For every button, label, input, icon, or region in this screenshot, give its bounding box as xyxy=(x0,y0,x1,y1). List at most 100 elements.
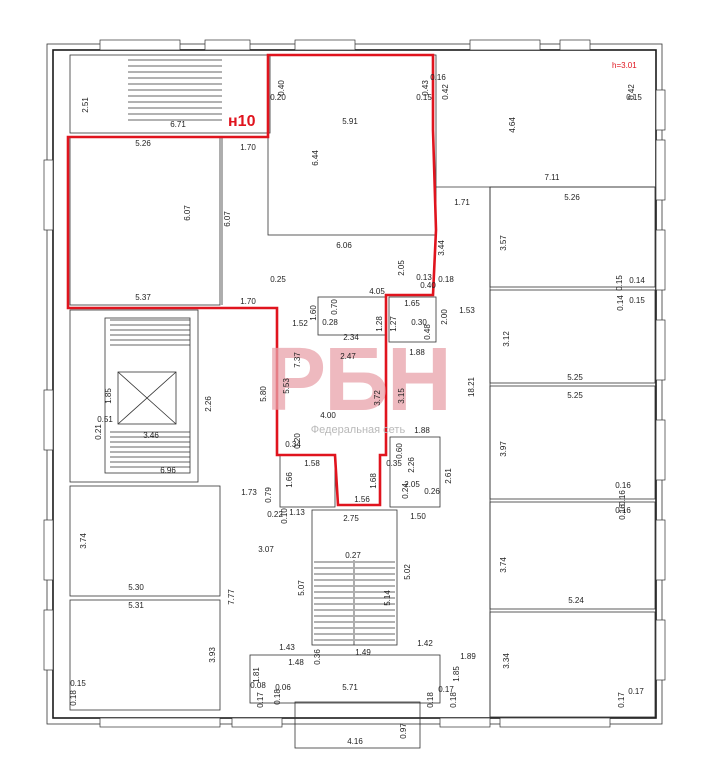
dimension-label: 0.40 xyxy=(420,281,436,290)
dimension-label: 0.43 xyxy=(421,80,430,96)
dimension-label: 0.17 xyxy=(256,692,265,708)
dimension-label: 1.85 xyxy=(452,666,461,682)
dimension-label: 1.88 xyxy=(409,348,425,357)
dimension-label: 1.66 xyxy=(285,472,294,488)
dimension-label: 5.25 xyxy=(567,391,583,400)
dimension-label: 5.26 xyxy=(135,139,151,148)
dimension-label: 0.30 xyxy=(411,318,427,327)
dimension-label: 2.34 xyxy=(343,333,359,342)
dimension-label: 0.18 xyxy=(273,689,282,705)
top-windows xyxy=(99,39,591,51)
dimension-label: 4.16 xyxy=(347,737,363,746)
dimension-label: 1.50 xyxy=(410,512,426,521)
dimension-label: 7.77 xyxy=(227,589,236,605)
dimension-label: 2.26 xyxy=(407,457,416,473)
dimension-label: 5.26 xyxy=(564,193,580,202)
dimension-label: 0.36 xyxy=(313,649,322,665)
dimension-label: 0.27 xyxy=(345,551,361,560)
dimension-label: 0.20 xyxy=(270,93,286,102)
dimension-label: 1.60 xyxy=(309,305,318,321)
interior-walls xyxy=(69,54,656,718)
dimension-label: 0.26 xyxy=(424,487,440,496)
dimension-label: 2.75 xyxy=(343,514,359,523)
dimension-label: 1.27 xyxy=(389,316,398,332)
dimension-label: 0.42 xyxy=(627,84,636,100)
dimension-label: 1.89 xyxy=(460,652,476,661)
dimension-label: 6.96 xyxy=(160,466,176,475)
dimension-label: 5.37 xyxy=(135,293,151,302)
dimension-label: 1.58 xyxy=(304,459,320,468)
dimension-labels: 2.516.710.400.205.916.440.430.150.160.42… xyxy=(69,73,645,746)
dimension-label: 1.49 xyxy=(355,648,371,657)
left-windows xyxy=(43,159,54,671)
dimension-label: 1.70 xyxy=(240,297,256,306)
dimension-label: 0.17 xyxy=(438,685,454,694)
dimension-label: 4.05 xyxy=(369,287,385,296)
dimension-label: 0.35 xyxy=(386,459,402,468)
dimension-label: 0.16 xyxy=(615,506,631,515)
dimension-label: 2.51 xyxy=(81,97,90,113)
dimension-label: 0.16 xyxy=(430,73,446,82)
dimension-label: 2.00 xyxy=(440,309,449,325)
dimension-label: 4.00 xyxy=(320,411,336,420)
dimension-label: 3.46 xyxy=(143,431,159,440)
dimension-label: 0.28 xyxy=(322,318,338,327)
dimension-label: 3.74 xyxy=(79,533,88,549)
dimension-label: 1.68 xyxy=(369,473,378,489)
dimension-label: 1.13 xyxy=(289,508,305,517)
bottom-windows xyxy=(99,717,611,728)
dimension-label: 0.60 xyxy=(395,443,404,459)
dimension-label: 1.88 xyxy=(414,426,430,435)
dimension-label: 0.06 xyxy=(275,683,291,692)
dimension-label: 0.40 xyxy=(277,80,286,96)
ceiling-height-label: h=3.01 xyxy=(612,61,637,70)
dimension-label: 0.34 xyxy=(285,440,301,449)
dimension-label: 6.07 xyxy=(183,205,192,221)
dimension-label: 1.81 xyxy=(252,667,261,683)
dimension-label: 6.06 xyxy=(336,241,352,250)
dimension-label: 3.97 xyxy=(499,441,508,457)
dimension-label: 0.15 xyxy=(615,275,624,291)
dimension-label: 0.16 xyxy=(615,481,631,490)
unit-outline xyxy=(66,53,438,507)
dimension-label: 3.12 xyxy=(502,331,511,347)
dimension-label: 0.18 xyxy=(449,692,458,708)
dimension-label: 5.91 xyxy=(342,117,358,126)
dimension-label: 0.25 xyxy=(270,275,286,284)
dimension-label: 5.24 xyxy=(568,596,584,605)
dimension-label: 3.72 xyxy=(373,390,382,406)
stair-treads xyxy=(110,59,395,641)
dimension-label: 5.53 xyxy=(282,378,291,394)
dimension-label: 3.44 xyxy=(437,240,446,256)
dimension-label: 1.65 xyxy=(404,299,420,308)
dimension-label: 0.51 xyxy=(97,415,113,424)
dimension-label: 0.24 xyxy=(401,483,410,499)
dimension-label: 5.71 xyxy=(342,683,358,692)
dimension-label: 3.34 xyxy=(502,653,511,669)
dimension-label: 1.42 xyxy=(417,639,433,648)
dimension-label: 3.07 xyxy=(258,545,274,554)
dimension-label: 0.16 xyxy=(618,504,627,520)
dimension-label: 0.42 xyxy=(441,84,450,100)
dimension-label: 1.28 xyxy=(375,316,384,332)
dimension-label: 3.57 xyxy=(499,235,508,251)
dimension-label: 0.21 xyxy=(94,424,103,440)
dimension-label: 5.07 xyxy=(297,580,306,596)
dimension-label: 3.74 xyxy=(499,557,508,573)
dimension-label: 0.97 xyxy=(399,723,408,739)
dimension-label: 2.05 xyxy=(404,480,420,489)
dimension-label: 0.15 xyxy=(70,679,86,688)
dimension-label: 0.18 xyxy=(426,692,435,708)
dimension-label: 0.48 xyxy=(423,324,432,340)
dimension-label: 6.71 xyxy=(170,120,186,129)
dimension-label: 1.48 xyxy=(288,658,304,667)
dimension-label: 3.15 xyxy=(397,388,406,404)
dimension-label: 3.93 xyxy=(208,647,217,663)
central-stair xyxy=(311,509,398,646)
watermark-logo: РБН xyxy=(266,330,450,430)
dimension-label: 1.52 xyxy=(292,319,308,328)
dimension-label: 0.16 xyxy=(618,490,627,506)
dimension-label: 0.14 xyxy=(629,276,645,285)
dimension-label: 0.79 xyxy=(264,487,273,503)
dimension-label: 1.43 xyxy=(279,643,295,652)
